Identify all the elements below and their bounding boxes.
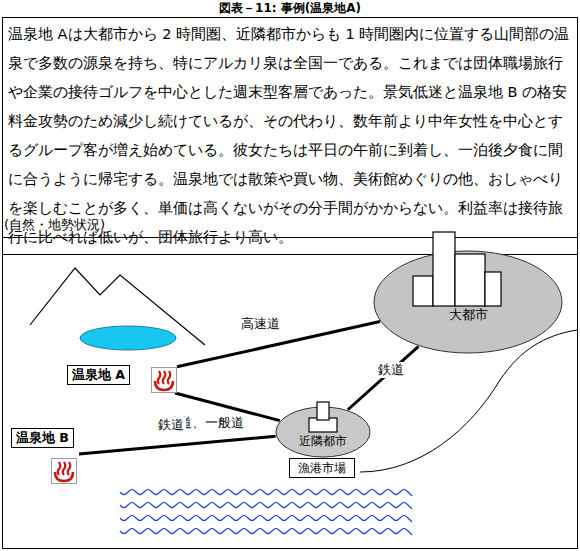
nearby-city-ellipse: 近隣都市	[275, 406, 371, 458]
hot-spring-icon	[151, 367, 177, 393]
node-label: 温泉地 B	[11, 428, 74, 448]
route-label: 高速道	[239, 316, 282, 332]
building	[455, 254, 485, 306]
map-panel: (自然・地勢状況)大都市温泉地 A近隣都市温泉地 B漁港市場高速道鉄道、一般道鉄…	[2, 237, 578, 549]
node-label: 近隣都市	[275, 433, 371, 449]
hot-spring-icon	[51, 458, 77, 484]
building	[413, 276, 433, 306]
onsen-b-label: 温泉地 B	[11, 428, 79, 486]
lake	[80, 326, 176, 350]
icon-steam	[158, 371, 161, 384]
node-label: 大都市	[373, 307, 563, 323]
building	[317, 402, 329, 420]
road-rail-line	[79, 436, 276, 454]
route-label: 鉄道	[156, 417, 186, 433]
icon-frame	[152, 368, 177, 393]
icon-steam	[68, 462, 71, 475]
ellipse-outline	[373, 250, 563, 354]
panel-heading: (自然・地勢状況)	[4, 216, 105, 234]
building	[485, 272, 501, 306]
road-rail-line	[348, 346, 419, 409]
city-area	[374, 251, 562, 353]
sea-wave	[120, 489, 412, 496]
icon-steam	[63, 462, 66, 475]
node-label: 漁港市場	[298, 460, 346, 476]
icon-steam	[163, 371, 166, 384]
sea-wave	[120, 515, 412, 522]
sea-wave	[120, 502, 412, 509]
big-city-ellipse: 大都市	[373, 250, 563, 354]
onsen-a-label: 温泉地 A	[67, 365, 177, 393]
fish-market-box: 漁港市場	[289, 458, 355, 478]
ellipse-outline	[275, 406, 371, 458]
route-label: 鉄道	[376, 362, 406, 378]
building	[433, 232, 455, 306]
icon-steam	[58, 462, 61, 475]
figure-title: 図表－11: 事例(温泉地A)	[0, 0, 580, 16]
icon-steam	[168, 371, 171, 384]
node-label: 温泉地 A	[67, 365, 130, 385]
icon-frame	[52, 459, 77, 484]
sea-wave	[120, 528, 412, 535]
